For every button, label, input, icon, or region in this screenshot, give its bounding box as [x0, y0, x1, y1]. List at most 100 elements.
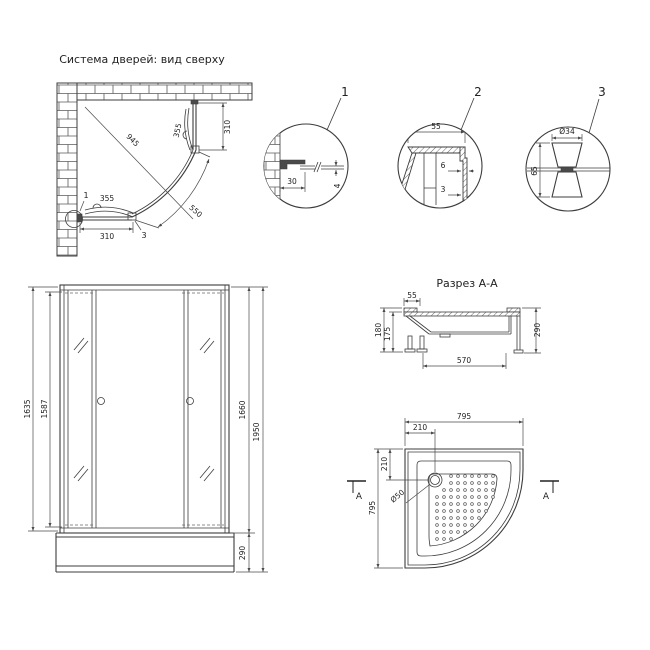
- detail3-dim-65: 65: [530, 166, 539, 176]
- panel-verticals: [67, 290, 222, 528]
- foot-1: [404, 348, 416, 353]
- dim-290-section: 290: [533, 323, 542, 338]
- leg-2: [419, 335, 425, 350]
- fixed-panel-right: [192, 100, 197, 150]
- wall-top: [56, 82, 253, 101]
- skirt-right: [516, 316, 521, 350]
- rim-band: [403, 311, 521, 317]
- detail3-circle: [525, 126, 611, 212]
- glass-marks: [73, 337, 215, 482]
- detail3-axle: [560, 166, 574, 173]
- basin-rim: [416, 460, 512, 557]
- callout-3: 3: [141, 231, 146, 240]
- dim-355-upper: 355: [172, 122, 184, 138]
- door-handle-left: [97, 397, 105, 405]
- dim-55: 55: [407, 291, 417, 300]
- detail1-label-leader: [326, 97, 342, 131]
- dim-310-right: 310: [223, 120, 232, 135]
- section-marker-right: A: [540, 480, 559, 502]
- frame-inner-lines: [60, 285, 229, 533]
- detail2-dim-6: 6: [441, 161, 446, 170]
- detail-circle-1: 1 30 4: [263, 85, 349, 209]
- ext-line: [134, 219, 160, 229]
- detail1-dim-4: 4: [333, 183, 342, 188]
- detail2-dim-3: 3: [441, 185, 446, 194]
- dim-175: 175: [383, 327, 392, 342]
- fixed-panel-dashed: [65, 292, 224, 526]
- door-rail-outer: [131, 149, 197, 218]
- detail2-label-leader: [460, 97, 475, 131]
- drain-notch: [439, 333, 451, 338]
- foot-right: [513, 349, 524, 354]
- antislip-dots: [435, 474, 495, 541]
- top-view: Система дверей: вид сверху 1 3 945 355: [56, 53, 253, 257]
- detail1-dim-30: 30: [287, 177, 297, 186]
- dim-290-tray: 290: [238, 546, 247, 561]
- dim-570: 570: [457, 356, 472, 365]
- detail1-leader: [79, 200, 85, 212]
- dim-1587: 1587: [40, 399, 49, 418]
- foot-2: [416, 348, 428, 353]
- detail1-profile: [279, 159, 306, 170]
- dim-180: 180: [374, 323, 383, 338]
- basin: [405, 315, 512, 335]
- tray-outline-inner: [407, 451, 521, 566]
- detail3-dim-dia: Ø34: [559, 127, 575, 136]
- roller-upper: [190, 145, 200, 154]
- detail1-wall: [264, 124, 281, 208]
- dim-310-bottom: 310: [100, 232, 115, 241]
- dim-210-left: 210: [380, 457, 389, 472]
- cabin-frame: [59, 284, 230, 534]
- door-panel-lower: [84, 206, 134, 218]
- door-handle-upper: [182, 130, 188, 140]
- wall-profile-top: [190, 99, 199, 105]
- dim-795-top: 795: [457, 412, 472, 421]
- dim-1660: 1660: [238, 400, 247, 419]
- section-aa: Разрез А-А 55 180 175 290 570: [374, 277, 542, 369]
- door-handle-right: [186, 397, 194, 405]
- detail3-roller-top: [551, 142, 583, 168]
- detail2-rim: [407, 146, 466, 154]
- rim-right: [506, 307, 521, 313]
- wall-profile-left: [76, 213, 83, 223]
- fixed-panel-bottom: [77, 216, 132, 221]
- detail3-roller-bottom: [551, 171, 583, 198]
- dim-drain: Ø50: [389, 488, 407, 505]
- wall-left: [56, 82, 78, 257]
- dim-1950: 1950: [252, 422, 261, 441]
- detail2-edge: [459, 146, 468, 201]
- door-handle-lower: [92, 203, 102, 209]
- detail2-slope: [398, 152, 417, 197]
- dim-arc-550: [157, 158, 210, 228]
- detail3-label: 3: [598, 85, 606, 99]
- detail1-marker-circle: [65, 210, 83, 228]
- drain-leader: [405, 484, 430, 504]
- dim-795-left: 795: [368, 501, 377, 516]
- door-panel-upper: [184, 107, 194, 151]
- tray-outline: [404, 448, 524, 569]
- tray-front: [55, 532, 235, 573]
- leg-1: [407, 335, 413, 350]
- tray-plan: Ø50 795 210 210 795 A A: [347, 412, 559, 569]
- detail2-dim-55: 55: [431, 122, 441, 131]
- detail2-apron: [423, 153, 437, 205]
- drain-inner: [430, 475, 440, 485]
- marker-a-left: A: [356, 492, 363, 502]
- top-view-title: Система дверей: вид сверху: [59, 53, 225, 66]
- detail1-glass: [300, 161, 344, 173]
- door-rail-inner: [131, 149, 194, 215]
- detail3-label-leader: [588, 98, 600, 134]
- dim-550: 550: [187, 203, 204, 219]
- detail2-label: 2: [474, 85, 482, 99]
- marker-a-right: A: [543, 492, 550, 502]
- callout-1: 1: [83, 191, 88, 200]
- detail-circle-3: 3 Ø34 65: [525, 85, 611, 212]
- rim-left: [403, 307, 418, 313]
- ext-line: [198, 151, 211, 158]
- section-title: Разрез А-А: [436, 277, 498, 290]
- dim-1635: 1635: [23, 399, 32, 418]
- section-marker-left: A: [347, 480, 366, 502]
- antislip-outline: [428, 473, 498, 547]
